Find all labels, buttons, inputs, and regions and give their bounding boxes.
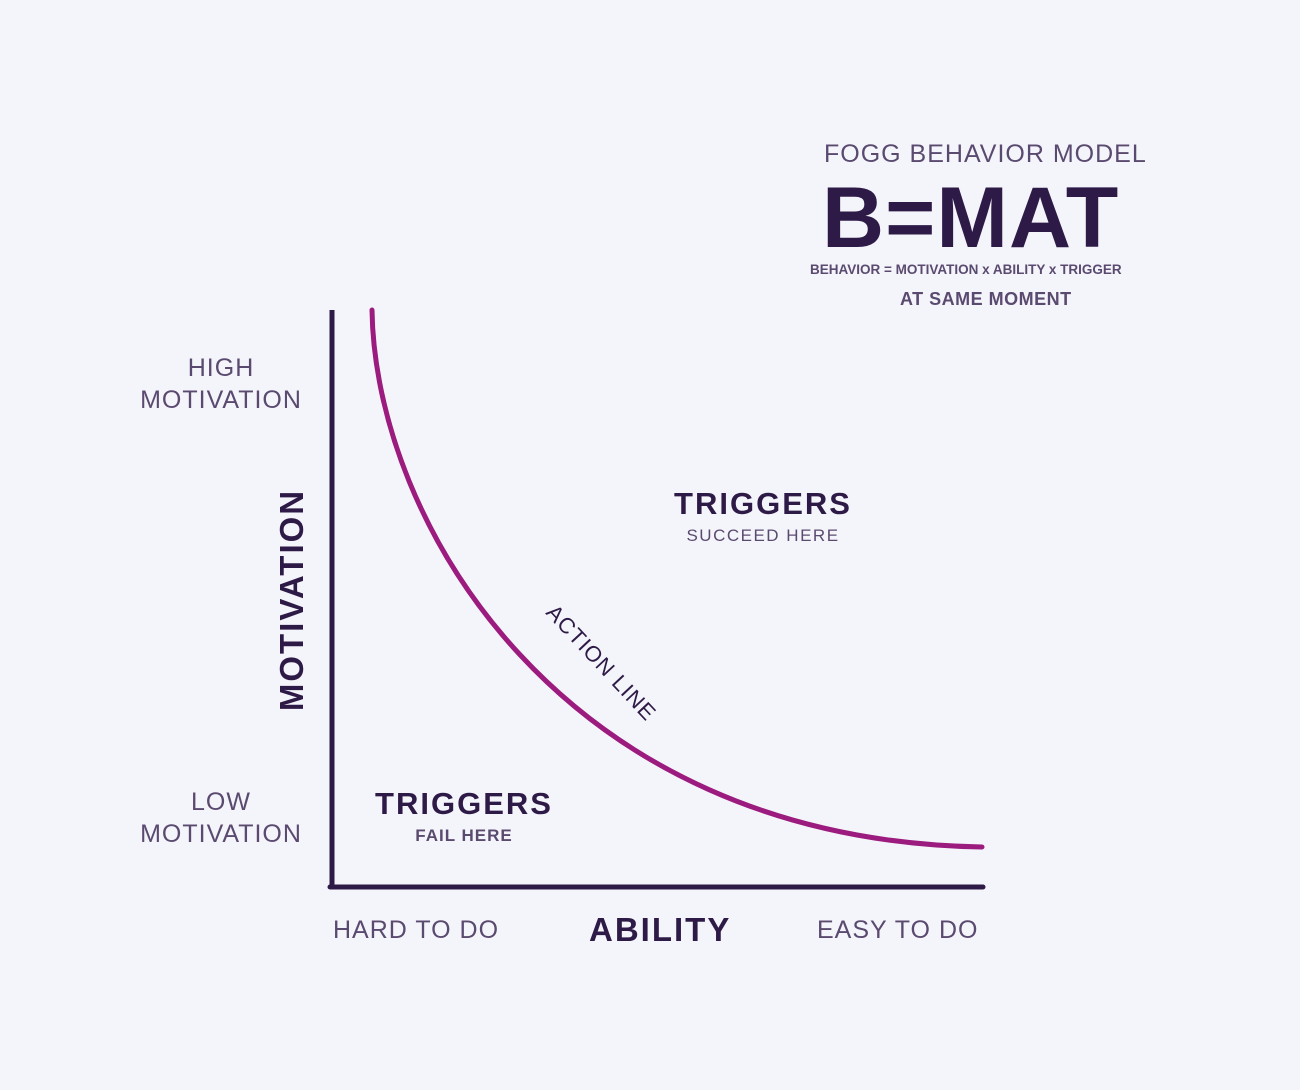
region-fail-title: TRIGGERS xyxy=(375,786,553,821)
y-low-line2: MOTIVATION xyxy=(140,820,302,848)
region-fail-sub: FAIL HERE xyxy=(415,826,513,845)
formula-expanded: BEHAVIOR = MOTIVATION x ABILITY x TRIGGE… xyxy=(810,262,1122,277)
y-axis-title: MOTIVATION xyxy=(273,488,310,712)
model-subtitle: FOGG BEHAVIOR MODEL xyxy=(824,140,1147,168)
x-high-label: EASY TO DO xyxy=(817,916,979,944)
y-high-line1: HIGH xyxy=(187,354,255,382)
y-high-line2: MOTIVATION xyxy=(140,386,302,414)
region-succeed-title: TRIGGERS xyxy=(674,486,852,521)
region-fail: TRIGGERS FAIL HERE xyxy=(364,786,564,846)
action-line-curve xyxy=(369,307,985,850)
x-low-label: HARD TO DO xyxy=(333,916,500,944)
region-succeed-sub: SUCCEED HERE xyxy=(686,526,840,545)
region-succeed: TRIGGERS SUCCEED HERE xyxy=(663,486,863,546)
formula-title: B=MAT xyxy=(822,170,1120,266)
y-high-label: HIGH MOTIVATION xyxy=(135,352,307,416)
y-low-line1: LOW xyxy=(191,788,251,816)
x-axis-title: ABILITY xyxy=(589,911,732,948)
formula-note: AT SAME MOMENT xyxy=(900,289,1072,309)
y-low-label: LOW MOTIVATION xyxy=(135,786,307,850)
